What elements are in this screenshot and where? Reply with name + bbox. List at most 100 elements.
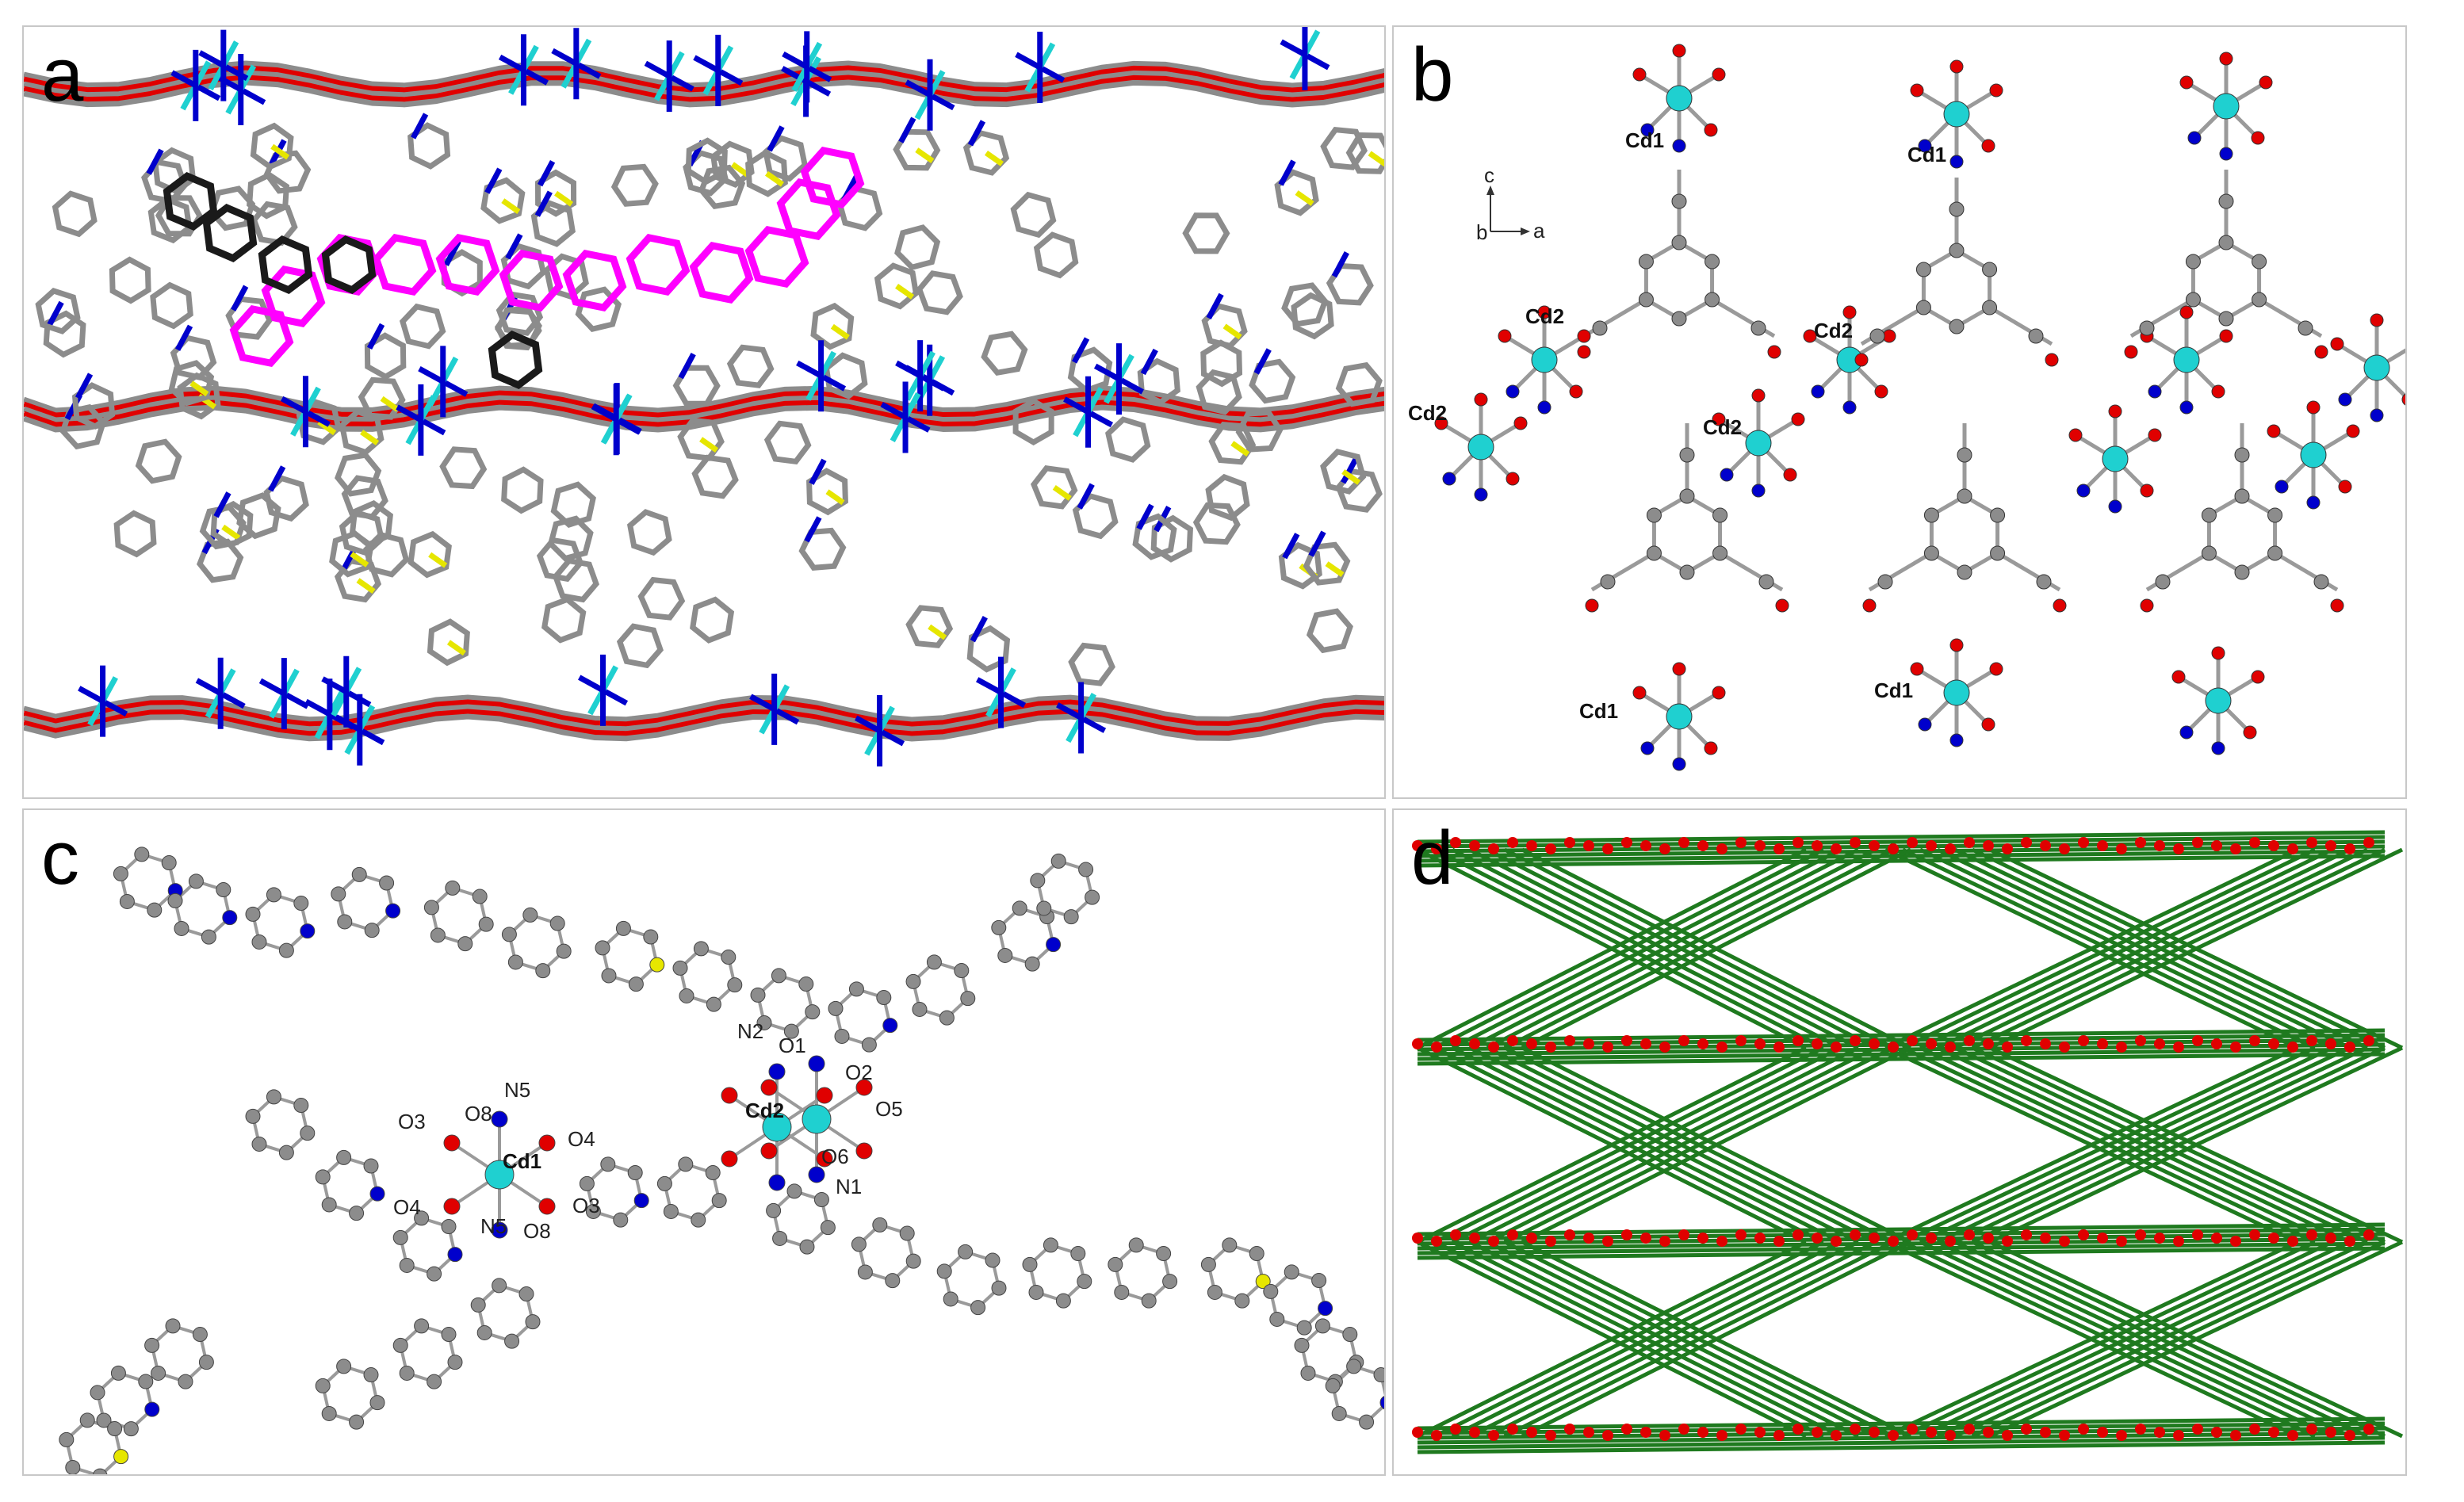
crossing-rod [1521, 847, 1912, 1050]
atom [2211, 384, 2225, 399]
ring [698, 164, 746, 209]
cd-bond [575, 61, 602, 79]
cd-bond [855, 715, 882, 734]
atom [1632, 67, 1647, 82]
atom [441, 1327, 457, 1343]
atom [1923, 545, 1939, 561]
atom [1982, 262, 1998, 277]
ring [263, 475, 309, 522]
atom [2251, 131, 2265, 145]
node-atom [1945, 1430, 1956, 1441]
node-atom [2021, 837, 2032, 848]
sulfur-bond [1222, 323, 1242, 340]
highlighted-ring [435, 233, 500, 296]
topology-network-view [1412, 830, 2404, 1454]
node-atom [2135, 1035, 2146, 1046]
node-atom [1583, 1233, 1594, 1244]
crossing-rod [1433, 847, 1825, 1050]
nitrogen-bond [411, 113, 429, 139]
crossing-rod [1486, 847, 1877, 1050]
atom [1300, 1365, 1316, 1381]
atom [351, 866, 367, 882]
node-atom [1564, 1424, 1575, 1435]
o4-label-1: O4 [568, 1127, 595, 1151]
crystal-packing-view [24, 27, 1384, 767]
layer-rod [1417, 1246, 2386, 1260]
atom [447, 1247, 463, 1263]
atom [2102, 445, 2129, 472]
node-atom [2059, 843, 2070, 854]
highlighted-ring [372, 233, 437, 296]
ring [616, 623, 664, 669]
node-atom [2097, 1233, 2108, 1244]
node-atom [2230, 843, 2241, 854]
atom [816, 1150, 833, 1168]
atom [443, 1198, 461, 1215]
node-atom [1469, 840, 1480, 851]
atom [1255, 1274, 1271, 1290]
atom [1910, 83, 1924, 97]
ring [247, 171, 290, 220]
layer-rod [1417, 835, 2386, 849]
highlighted-ring [261, 265, 326, 328]
sulfur-bond [825, 489, 845, 506]
node-atom [2135, 1424, 2146, 1435]
node-atom [1926, 1233, 1937, 1244]
node-atom [1507, 1229, 1518, 1240]
atom [997, 947, 1013, 963]
crossing-rod [1971, 1240, 2386, 1439]
atom [1704, 123, 1718, 137]
node-atom [1869, 1427, 1880, 1438]
node-atom [2154, 1427, 2165, 1438]
nitrogen-bond [967, 120, 986, 147]
layer-rod [1417, 830, 2386, 844]
atom [1294, 1337, 1310, 1353]
dark-ring [321, 235, 377, 294]
ring [113, 510, 157, 558]
atom [2179, 725, 2194, 740]
atom [491, 1221, 508, 1239]
atom [912, 1001, 928, 1017]
atom [1949, 243, 1965, 258]
node-atom [1773, 843, 1785, 854]
node-atom [2325, 1427, 2336, 1438]
atom [1114, 1284, 1130, 1300]
atom [1434, 416, 1448, 430]
atom [167, 892, 183, 908]
atom [672, 960, 688, 976]
ring [71, 382, 116, 430]
o8-label-2: O8 [523, 1219, 551, 1243]
backbone-strand [24, 704, 1384, 732]
atom [251, 1136, 267, 1152]
node-atom [2192, 1035, 2203, 1046]
atom [447, 1355, 463, 1370]
atom [2298, 320, 2313, 336]
atom [2401, 393, 2405, 406]
node-atom [1888, 843, 1899, 854]
crossing-rod [1433, 1045, 1825, 1244]
node-atom [2192, 1424, 2203, 1435]
node-atom [2363, 1229, 2374, 1240]
crossing-rod [1884, 847, 2299, 1050]
atom [876, 990, 892, 1006]
atom [1024, 956, 1040, 972]
node-atom [1640, 840, 1651, 851]
asymmetric-unit-view: Cd1 Cd2 O1 O2 O5 O6 N1 N2 N5 N5 O3 O3 O8… [59, 847, 1384, 1474]
atom [1915, 300, 1931, 315]
node-atom [1716, 1041, 1727, 1053]
ring [500, 243, 547, 290]
atom [1506, 472, 1520, 486]
sulfur-bond [895, 283, 915, 300]
node-atom [1793, 1229, 1804, 1240]
atom [872, 1217, 888, 1233]
atom [1666, 85, 1693, 112]
ring [495, 305, 542, 349]
atom [2173, 346, 2200, 373]
atom [1359, 1414, 1375, 1430]
node-atom [1526, 1427, 1537, 1438]
atom [1712, 67, 1726, 82]
atom [1207, 1284, 1222, 1300]
atom [1982, 300, 1998, 315]
node-atom [2230, 1041, 2241, 1053]
ring [763, 420, 812, 465]
